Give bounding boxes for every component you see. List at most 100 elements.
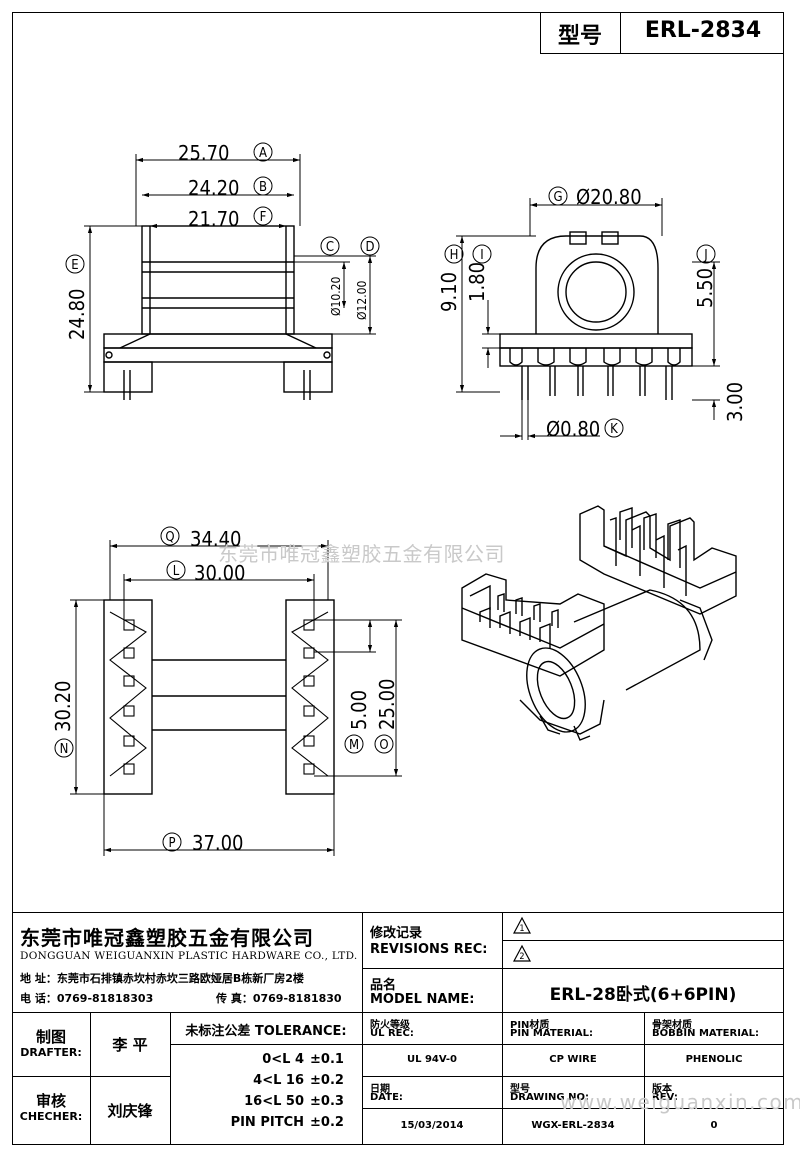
dim-A-value: 25.70 (178, 141, 230, 165)
tb-line-h8 (362, 1108, 784, 1109)
tb-line-h5 (170, 1044, 362, 1045)
pin-material-label-cn: PIN材质 (510, 1020, 550, 1031)
letter-N: N (60, 742, 69, 757)
dim-B-value: 24.20 (188, 176, 240, 200)
dim-pin-length-value: 3.00 (723, 382, 747, 422)
tb-line-h1 (502, 940, 784, 941)
drawing-label-en: DRAWING NO: (510, 1092, 589, 1103)
dim-G-value: Ø20.80 (576, 185, 642, 209)
dim-L-value: 30.00 (194, 561, 246, 585)
tolerance-range-3: 16<L 50 (244, 1094, 304, 1109)
company-name-cn: 东莞市唯冠鑫塑胶五金有限公司 (20, 926, 314, 950)
tb-line-v5 (362, 1012, 363, 1145)
tb-line-v2 (502, 912, 503, 1012)
tb-line-h6 (362, 1044, 784, 1045)
watermark-company: 东莞市唯冠鑫塑胶五金有限公司 (218, 542, 505, 566)
dim-D-value: Ø12.00 (355, 280, 369, 320)
company-address: 地 址：东莞市石排镇赤坎村赤坎三路欧娅居B栋新厂房2楼 (20, 972, 304, 985)
model-name-label-en: MODEL NAME: (370, 992, 475, 1007)
date-label-cn: 日期 (370, 1084, 390, 1095)
rev-label-cn: 版本 (652, 1084, 672, 1095)
tb-line-v7 (644, 1012, 645, 1145)
flange-front (103, 333, 333, 349)
dim-O-value: 25.00 (375, 679, 399, 731)
tb-line-h3 (12, 1012, 784, 1013)
dim-Q-value: 34.40 (190, 527, 242, 551)
company-fax: 传 真：0769-8181830 (216, 992, 342, 1005)
bobbin-body-front (141, 225, 295, 335)
company-phone: 电 话：0769-81818303 (20, 992, 154, 1005)
dim-J-value: 5.50 (693, 268, 717, 308)
drafter-name: 李 平 (112, 1036, 148, 1054)
ul-value: UL 94V-0 (406, 1054, 457, 1065)
revisions-label-cn: 修改记录 (370, 926, 423, 941)
tb-line-v3 (90, 1012, 91, 1145)
date-value: 15/03/2014 (400, 1120, 464, 1131)
watermark-url: www.weiguanxin.com (560, 1090, 800, 1114)
drawing-frame (12, 12, 784, 1145)
pin-material-label-en: PIN MATERIAL: (510, 1028, 593, 1039)
checker-name: 刘庆锋 (107, 1102, 153, 1120)
pin-material-value: CP WIRE (549, 1054, 597, 1065)
tb-line-v6 (502, 1012, 503, 1145)
checker-label-en: CHECHER: (19, 1110, 83, 1123)
letter-P: P (168, 836, 175, 851)
bobbin-material-label-en: BOBBIN MATERIAL: (652, 1028, 760, 1039)
letter-M: M (349, 738, 359, 753)
drawing-value: WGX-ERL-2834 (531, 1120, 615, 1131)
rev-label-en: REV: (652, 1092, 678, 1103)
model-header-box (540, 12, 784, 54)
model-name-label-cn: 品名 (370, 978, 397, 993)
model-header-value: ERL-2834 (644, 18, 762, 43)
tolerance-range-1: 0<L 4 (262, 1052, 304, 1067)
checker-label-cn: 审核 (35, 1092, 66, 1110)
tolerance-value-4: ±0.2 (310, 1115, 344, 1130)
letter-A: A (259, 146, 267, 161)
tb-line-h4 (12, 1076, 170, 1077)
bobbin-material-label-cn: 骨架材质 (652, 1020, 692, 1031)
tb-line-v4 (170, 1012, 171, 1145)
tb-line-h2 (362, 968, 784, 969)
tolerance-value-1: ±0.1 (310, 1052, 344, 1067)
bobbin-material-value: PHENOLIC (685, 1054, 743, 1065)
technical-drawing: 25.70 24.20 21.70 24.80 Ø10.20 Ø12.00 Ø2… (51, 141, 747, 856)
letter-J: J (703, 248, 707, 263)
svg-text:2: 2 (519, 952, 524, 962)
dim-E-value: 24.80 (65, 289, 89, 341)
revision-1-triangle-icon: 1 (513, 916, 531, 934)
drafter-label-en: DRAFTER: (20, 1046, 82, 1059)
drawing-label-cn: 型号 (510, 1084, 530, 1095)
ul-label-en: UL REC: (370, 1028, 414, 1039)
letter-B: B (259, 180, 267, 195)
letter-F: F (260, 210, 267, 225)
rev-value: 0 (710, 1120, 718, 1131)
letter-I: I (480, 248, 483, 263)
date-label-en: DATE: (370, 1092, 403, 1103)
letter-C: C (326, 240, 334, 255)
dim-H-value: 9.10 (437, 272, 461, 312)
tolerance-range-4: PIN PITCH (230, 1115, 304, 1130)
letter-L: L (173, 564, 180, 579)
model-name-value: ERL-28卧式(6+6PIN) (549, 985, 737, 1005)
dim-P-value: 37.00 (192, 831, 244, 855)
ul-label-cn: 防火等级 (370, 1020, 410, 1031)
model-header-label: 型号 (557, 24, 602, 49)
letter-G: G (553, 190, 562, 205)
letter-Q: Q (165, 530, 174, 545)
tb-line-h7 (362, 1076, 784, 1077)
letter-H: H (450, 248, 459, 263)
dim-C-value: Ø10.20 (329, 276, 343, 316)
dim-M-value: 5.00 (347, 690, 371, 730)
revisions-label-en: REVISIONS REC: (370, 942, 488, 957)
drafter-label-cn: 制图 (35, 1028, 66, 1046)
tolerance-value-2: ±0.2 (310, 1073, 344, 1088)
tolerance-value-3: ±0.3 (310, 1094, 344, 1109)
company-name-en: DONGGUAN WEIGUANXIN PLASTIC HARDWARE CO.… (20, 950, 358, 962)
dim-N-value: 30.20 (51, 681, 75, 733)
dim-I-value: 1.80 (465, 262, 489, 302)
isometric-view (461, 505, 737, 741)
dim-K-value: Ø0.80 (546, 417, 600, 441)
model-header-divider (620, 12, 621, 54)
tolerance-title: 未标注公差 TOLERANCE: (185, 1024, 347, 1039)
svg-text:1: 1 (519, 924, 524, 934)
